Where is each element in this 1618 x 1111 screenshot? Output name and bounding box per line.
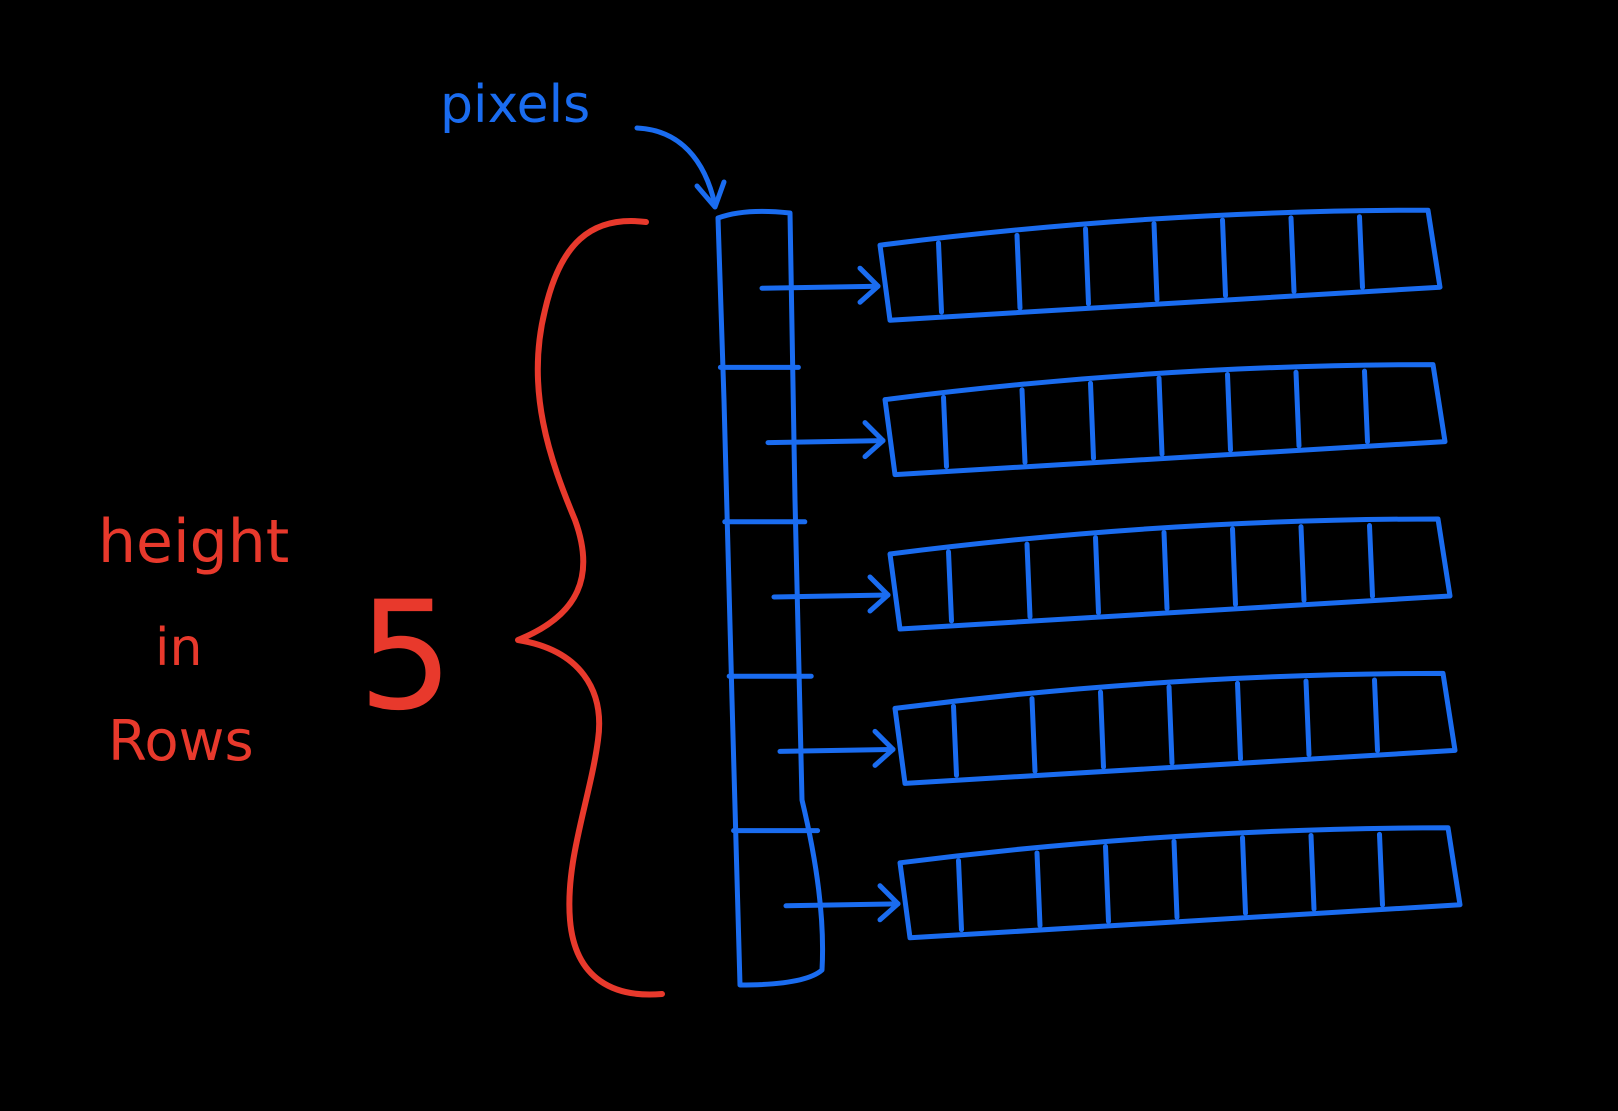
row-pointer-arrow: [777, 746, 896, 754]
pixel-cell-divider: [1014, 232, 1023, 311]
pixel-row-outline: [892, 670, 1458, 786]
pixel-cell-divider: [941, 394, 949, 469]
row-pointer-arrow: [759, 283, 881, 291]
pixel-cell-divider: [1288, 215, 1297, 294]
pixel-row-outline: [882, 362, 1448, 478]
pixels-arrow-head: [694, 179, 727, 210]
row-count-number: 5: [358, 570, 453, 744]
pixel-cell-divider: [1367, 523, 1375, 599]
row-pointer-arrow: [783, 901, 901, 909]
pixel-cell-divider: [1034, 850, 1043, 929]
height-label-line3: Rows: [108, 709, 254, 774]
pixel-row: [765, 362, 1448, 478]
pixel-cell-divider: [1220, 217, 1228, 299]
pixel-cell-divider: [946, 549, 954, 624]
pixel-cell-divider: [1098, 689, 1106, 770]
pixel-cell-divider: [1083, 226, 1091, 307]
pixel-cell-divider: [1357, 214, 1365, 290]
pixel-row: [759, 207, 1443, 323]
pixel-cell-divider: [1166, 684, 1175, 766]
pixel-rows: [759, 207, 1463, 941]
pixel-cell-divider: [1362, 368, 1370, 445]
pixel-cell-divider: [936, 240, 944, 315]
pixel-cell-divider: [1161, 530, 1170, 611]
pixels-arrow-curve: [634, 125, 718, 208]
row-pointer-arrow: [765, 438, 886, 446]
pixel-row-outline: [877, 207, 1443, 323]
pixel-cell-divider: [1088, 380, 1096, 461]
pixel-cell-divider: [1171, 838, 1180, 920]
pixel-cell-divider: [1019, 387, 1028, 465]
pixel-cell-divider: [1308, 832, 1317, 912]
pixel-row: [771, 516, 1453, 632]
row-pointer-arrow: [771, 592, 891, 600]
pixel-cell-divider: [1240, 835, 1248, 916]
row-pointer-arrowhead: [877, 883, 901, 923]
pixel-cell-divider: [1303, 678, 1312, 758]
pixel-cell-divider: [1235, 680, 1243, 762]
height-label-line1: height: [98, 507, 289, 577]
pixel-cell-divider: [951, 703, 959, 778]
pixel-cell-divider: [1230, 526, 1238, 607]
pixel-row-outline: [887, 516, 1453, 632]
pixel-cell-divider: [1151, 221, 1160, 303]
pixel-cell-divider: [1029, 696, 1038, 774]
pixel-cell-divider: [1298, 524, 1307, 603]
pixel-cell-divider: [1093, 535, 1101, 616]
row-pointer-arrowhead: [867, 574, 891, 614]
pixel-cell-divider: [1156, 375, 1165, 457]
pixel-row: [777, 670, 1458, 786]
pixel-cell-divider: [1372, 677, 1380, 754]
pixel-cell-divider: [956, 858, 964, 933]
pixel-cell-divider: [1024, 541, 1033, 620]
row-pointer-arrowhead: [872, 728, 896, 768]
height-brace: [515, 218, 665, 998]
pixels-label: pixels: [440, 75, 590, 135]
pixel-cell-divider: [1293, 369, 1302, 449]
pixel-cell-divider: [1377, 831, 1385, 908]
pixel-row-outline: [897, 825, 1463, 941]
pixel-cell-divider: [1103, 843, 1111, 924]
pixel-row: [783, 825, 1463, 941]
row-pointer-arrowhead: [862, 420, 886, 460]
pixel-cell-divider: [1225, 371, 1233, 453]
height-label-line2: in: [155, 618, 202, 678]
row-pointer-arrowhead: [857, 265, 881, 305]
